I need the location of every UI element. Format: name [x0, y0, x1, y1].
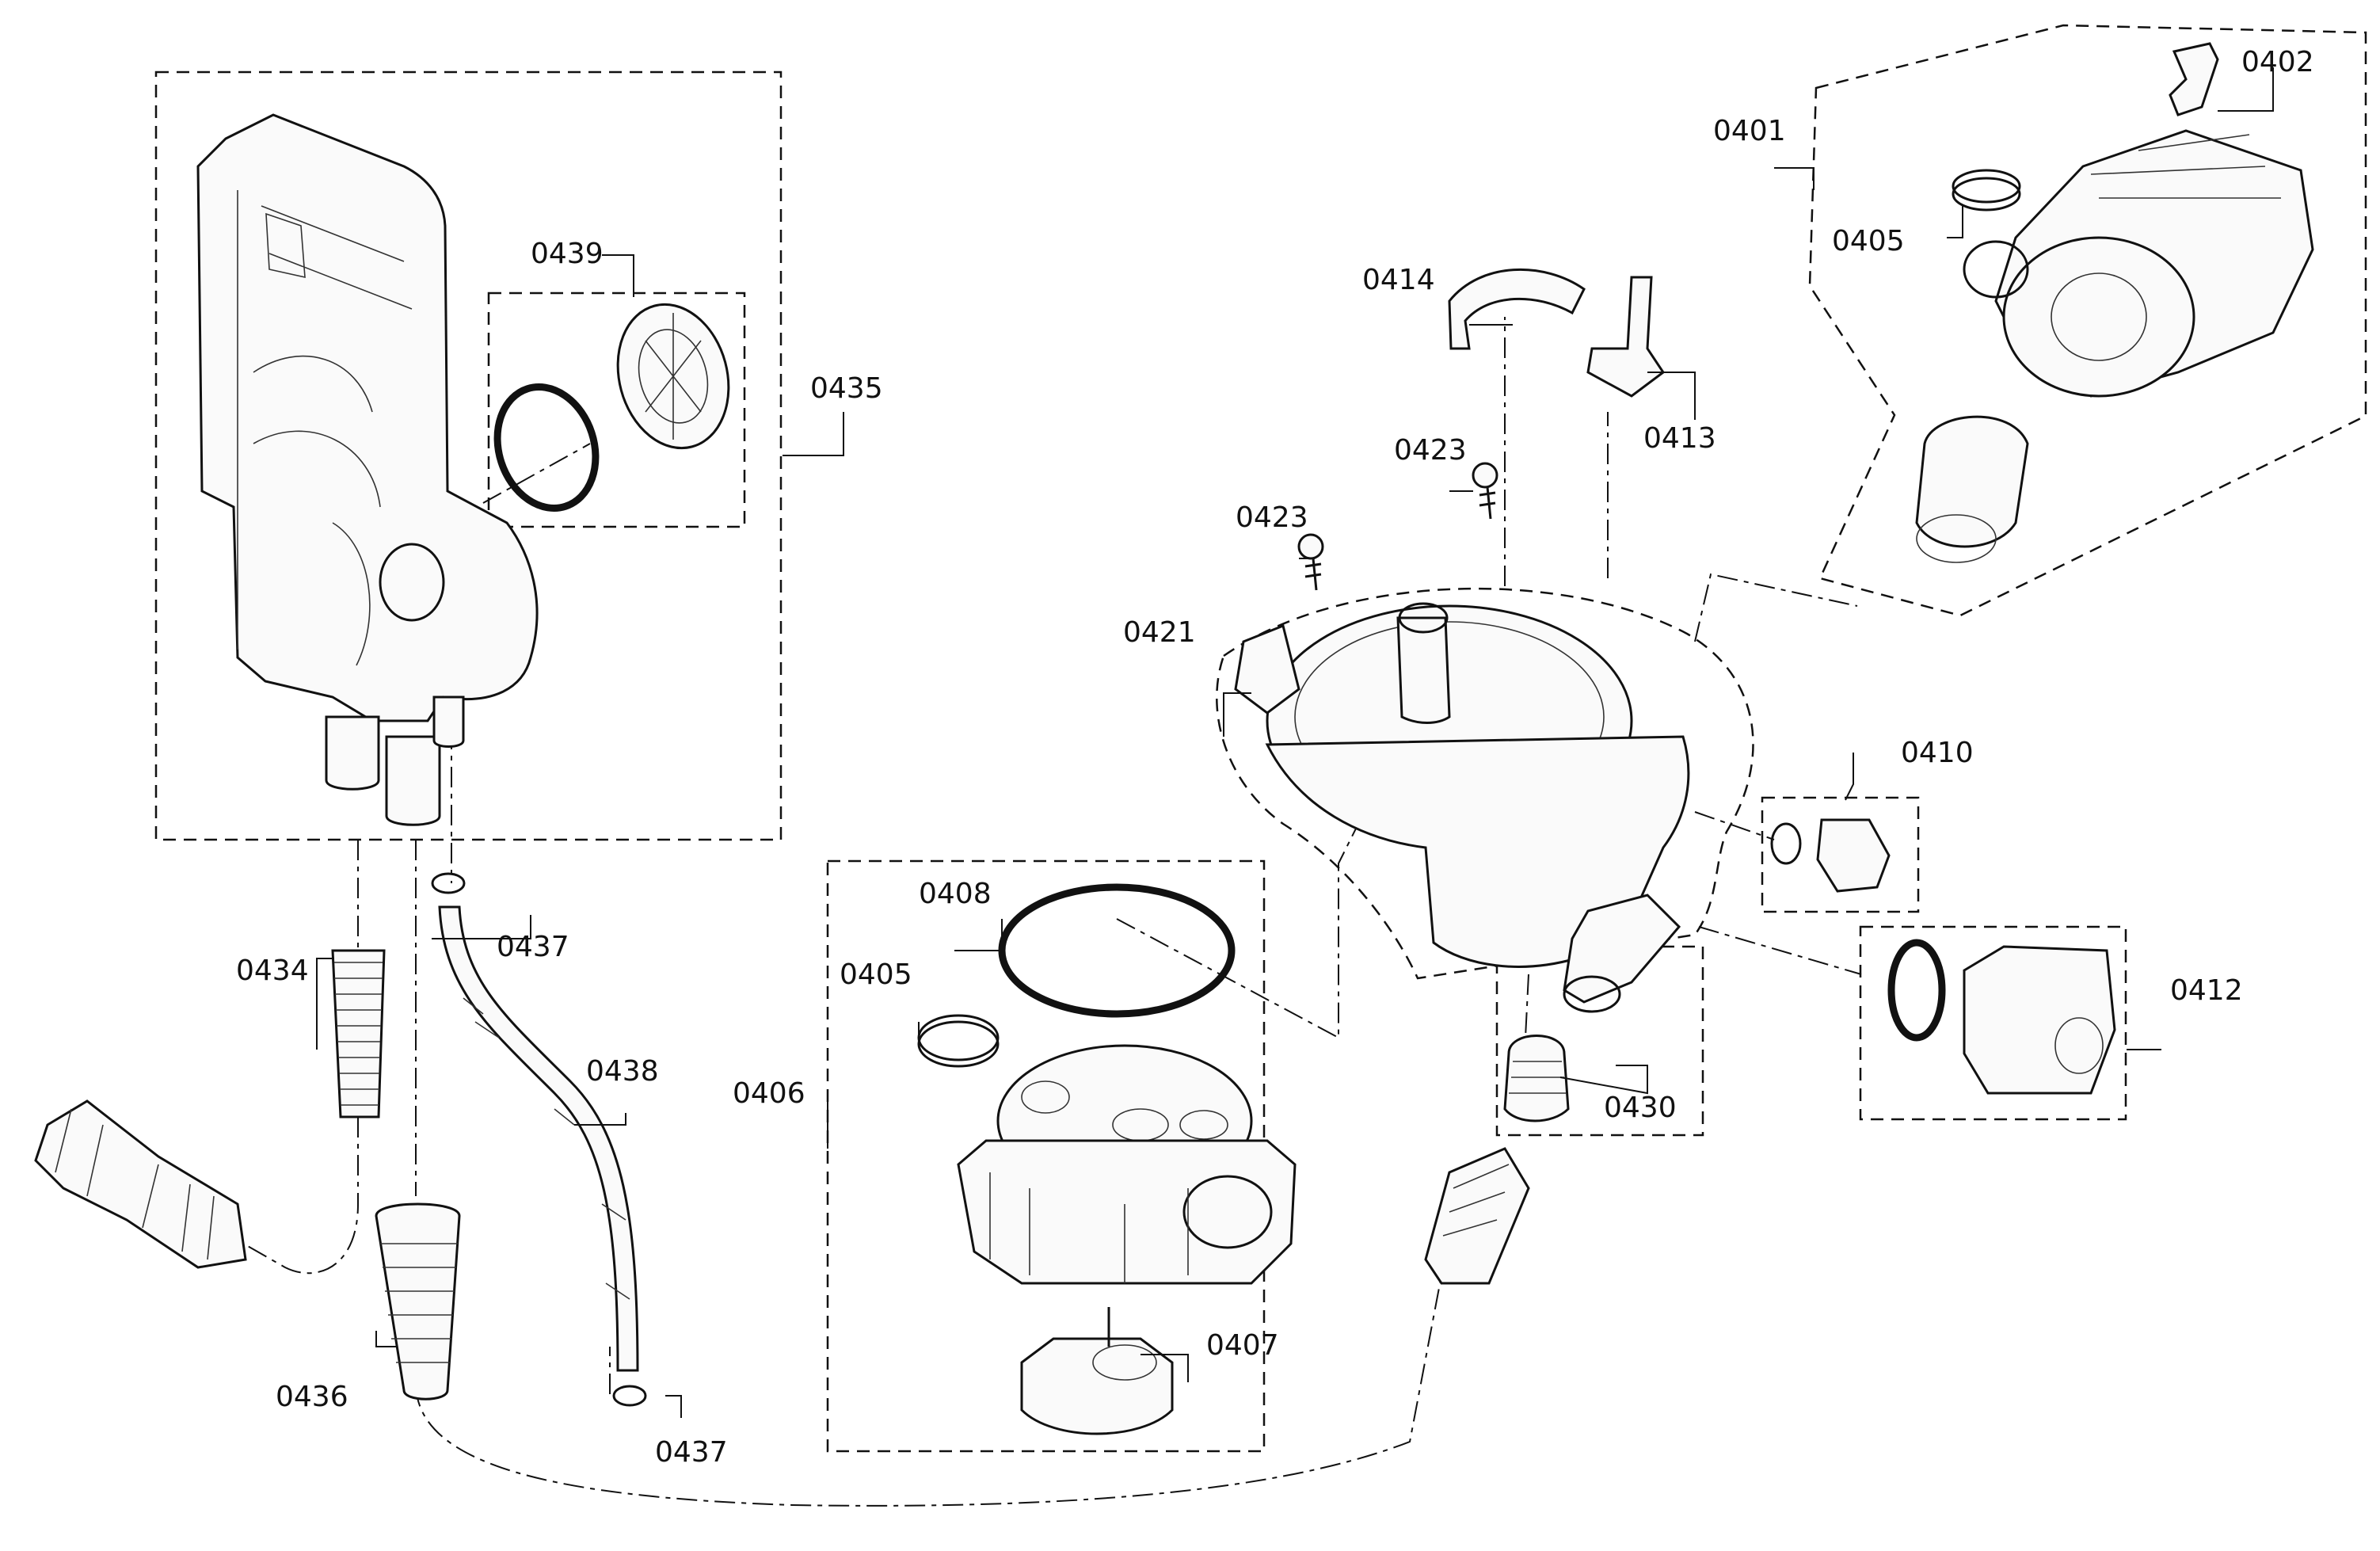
part-0437-clamps — [431, 872, 647, 1407]
callout-0439: 0439 — [531, 238, 604, 270]
callout-0435: 0435 — [810, 372, 883, 405]
part-0414-clip — [1448, 268, 1586, 350]
part-0402-bracket — [2169, 42, 2219, 116]
part-0401-circulation-pump — [1915, 129, 2314, 563]
callout-0423-right: 0423 — [1394, 434, 1467, 467]
callout-0434: 0434 — [236, 955, 309, 987]
group-box-0412 — [1859, 925, 2127, 1121]
callout-0430: 0430 — [1604, 1092, 1677, 1124]
callout-0437-top: 0437 — [497, 931, 569, 963]
callout-0410: 0410 — [1901, 737, 1974, 769]
callout-0414: 0414 — [1362, 264, 1435, 296]
part-0412-pump — [1887, 939, 2116, 1095]
part-drain-fitting — [34, 1099, 247, 1269]
part-0405-clamp-left — [917, 1014, 1000, 1068]
callout-0401: 0401 — [1713, 115, 1786, 147]
callout-0405-left: 0405 — [840, 958, 912, 991]
part-sump-fitting — [1424, 1147, 1530, 1285]
part-0430-valve — [1503, 1035, 1570, 1122]
callout-0406: 0406 — [733, 1077, 805, 1110]
group-box-0439 — [487, 292, 746, 528]
callout-0407: 0407 — [1206, 1329, 1279, 1362]
callout-0421: 0421 — [1123, 616, 1196, 649]
part-0438-hose — [438, 905, 639, 1372]
callout-0402: 0402 — [2241, 46, 2314, 78]
callout-0412: 0412 — [2170, 974, 2243, 1007]
part-0406-filter-housing — [957, 1044, 1297, 1285]
part-0410-sensor — [1770, 818, 1891, 893]
callout-0408: 0408 — [919, 878, 992, 910]
part-0407-motor — [1020, 1307, 1174, 1435]
part-0439-cap — [493, 303, 730, 512]
part-0405-clamp-right — [1952, 169, 2021, 212]
part-0413-latch — [1586, 276, 1666, 398]
part-0421-sump — [1234, 602, 1690, 1013]
callout-0438: 0438 — [586, 1055, 659, 1088]
part-0423-screws — [1297, 462, 1498, 591]
part-0408-gasket — [998, 883, 1236, 1018]
assembly-lines — [229, 317, 1862, 1507]
group-box-0410 — [1761, 796, 1920, 913]
callout-0413: 0413 — [1643, 422, 1716, 455]
group-outline-0401 — [1808, 24, 2367, 617]
callout-0423-left: 0423 — [1236, 501, 1308, 534]
group-outline-0421 — [1216, 587, 1754, 980]
part-0435-housing — [196, 113, 539, 826]
group-box-0435 — [154, 70, 783, 841]
part-0434-hose — [331, 949, 386, 1118]
callout-0437-bottom: 0437 — [655, 1436, 728, 1469]
callout-0436: 0436 — [276, 1381, 348, 1413]
leader-lines — [316, 67, 2274, 1418]
callout-0405-right: 0405 — [1832, 225, 1905, 257]
callout-labels: 0439 0435 0437 0434 0438 0436 0437 0408 … — [236, 46, 2314, 1469]
part-0436-hose — [375, 1202, 461, 1400]
